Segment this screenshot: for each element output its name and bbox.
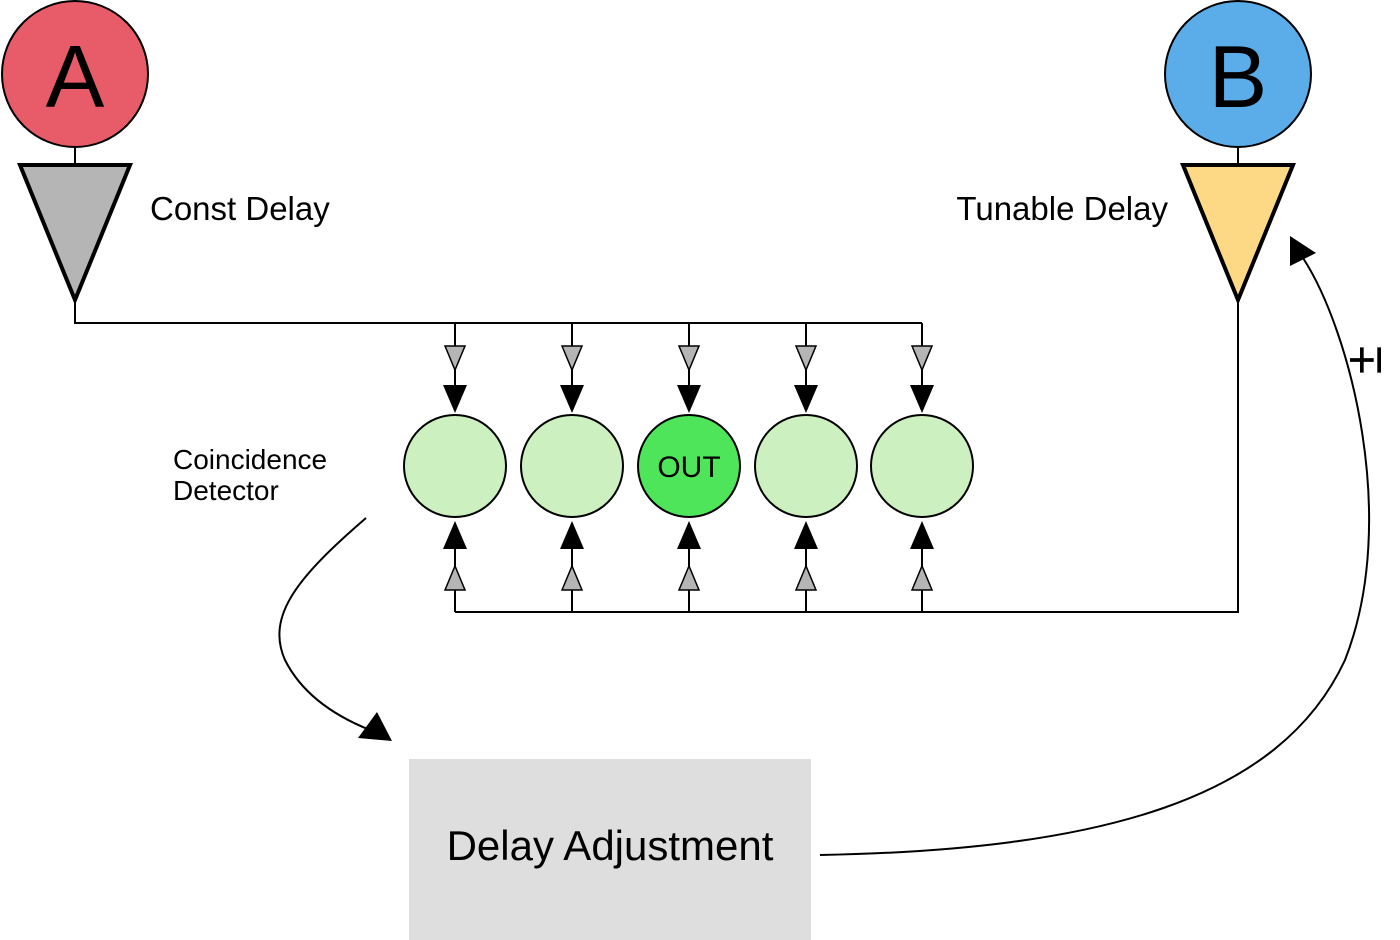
input-arrowhead [443, 385, 467, 413]
input-a-label: A [46, 27, 105, 126]
feedback-arrowhead [1290, 236, 1316, 266]
input-arrowhead [910, 521, 934, 549]
input-b-label: B [1209, 27, 1268, 126]
input-arrowhead [794, 521, 818, 549]
input-a-node [1, 0, 149, 148]
detector-column: OUT [637, 323, 741, 612]
input-arrowhead [560, 385, 584, 413]
small-delay-triangle [677, 345, 701, 372]
input-arrowhead [560, 521, 584, 549]
detector-to-adjustment-arrowhead [358, 712, 392, 741]
detector-node-out [637, 414, 741, 518]
const-delay-label: Const Delay [150, 190, 330, 227]
detector-column [520, 323, 624, 612]
feedback-sign: ± [1335, 346, 1393, 375]
small-delay-triangle [560, 564, 584, 591]
small-delay-triangle [443, 564, 467, 591]
feedback-curve [819, 257, 1370, 856]
detector-node [754, 414, 858, 518]
input-arrowhead [677, 521, 701, 549]
detector-column [870, 323, 974, 612]
tunable-delay-label: Tunable Delay [956, 190, 1168, 227]
const-delay-triangle [17, 163, 133, 306]
small-delay-triangle [794, 345, 818, 372]
delay-adjustment-label: Delay Adjustment [447, 822, 774, 869]
delay-adjustment-box [409, 759, 811, 940]
detector-node [870, 414, 974, 518]
small-delay-triangle [910, 564, 934, 591]
detector-column [754, 323, 858, 612]
input-arrowhead [910, 385, 934, 413]
small-delay-triangle [794, 564, 818, 591]
top-bus-line [74, 300, 922, 324]
detector-label: OUT [657, 451, 720, 484]
input-arrowhead [677, 385, 701, 413]
tunable-delay-triangle [1180, 163, 1296, 306]
small-delay-triangle [560, 345, 584, 372]
input-arrowhead [443, 521, 467, 549]
bottom-bus-line [455, 300, 1239, 613]
detector-node [403, 414, 507, 518]
small-delay-triangle [443, 345, 467, 372]
small-delay-triangle [910, 345, 934, 372]
coincidence-detector-label-line2: Detector [173, 475, 279, 506]
detector-node [520, 414, 624, 518]
input-b-node [1164, 0, 1312, 148]
input-arrowhead [794, 385, 818, 413]
small-delay-triangle [677, 564, 701, 591]
coincidence-detector-label-line1: Coincidence [173, 444, 327, 475]
detector-to-adjustment-curve [278, 517, 371, 731]
detector-column [403, 323, 507, 612]
